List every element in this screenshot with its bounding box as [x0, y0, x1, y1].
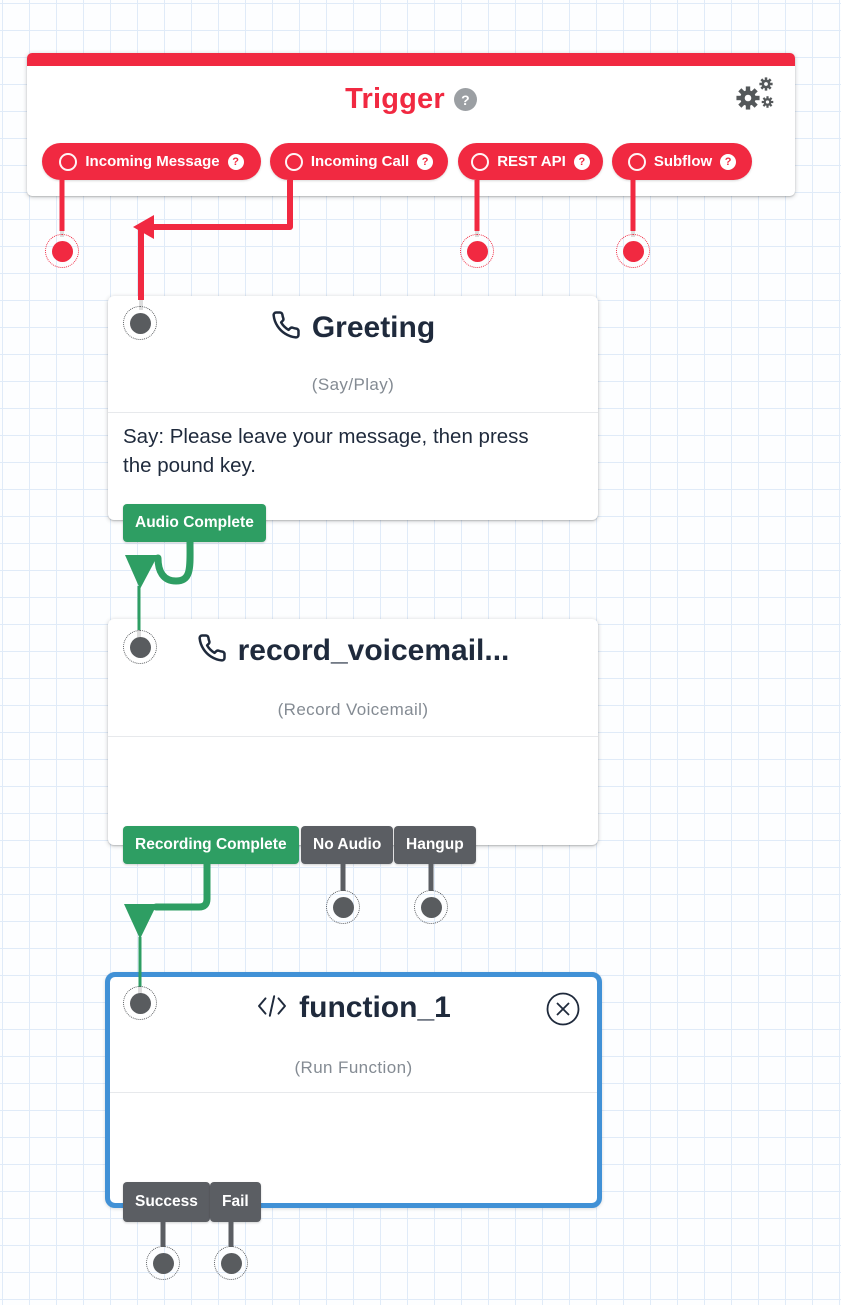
trigger-title: Trigger [345, 83, 445, 115]
trigger-output-dot-subflow[interactable] [616, 234, 650, 268]
connection-ring-icon [627, 152, 646, 171]
help-icon[interactable]: ? [417, 153, 434, 170]
hangup-output-dot[interactable] [414, 890, 448, 924]
widget-type-label: (Run Function) [294, 1058, 413, 1077]
help-icon[interactable]: ? [720, 153, 737, 170]
trigger-pill-rest-api[interactable]: REST API ? [458, 143, 603, 180]
widget-title: record_voicemail... [237, 633, 510, 667]
success-output-dot[interactable] [146, 1246, 180, 1280]
transition-audio-complete[interactable]: Audio Complete [123, 504, 266, 542]
widget-type-label: (Record Voicemail) [277, 700, 429, 719]
greeting-input-dot[interactable] [123, 306, 157, 340]
widget-record-voicemail[interactable]: record_voicemail... (Record Voicemail) R… [108, 619, 598, 864]
help-icon[interactable]: ? [227, 153, 244, 170]
widget-type-label: (Say/Play) [311, 375, 395, 394]
function-input-dot[interactable] [123, 986, 157, 1020]
pill-label: Incoming Call [310, 153, 410, 170]
phone-icon [271, 310, 301, 345]
close-icon[interactable] [545, 991, 581, 1027]
divider [108, 412, 598, 413]
trigger-pill-incoming-call[interactable]: Incoming Call ? [270, 143, 448, 180]
voicemail-input-dot[interactable] [123, 630, 157, 664]
widget-function-1-selected[interactable]: function_1 (Run Function) Success Fail [105, 972, 602, 1222]
trigger-pill-subflow[interactable]: Subflow ? [612, 143, 752, 180]
transition-fail[interactable]: Fail [210, 1182, 261, 1222]
help-icon[interactable]: ? [573, 153, 590, 170]
divider [108, 736, 598, 737]
transition-success[interactable]: Success [123, 1182, 210, 1222]
connection-ring-icon [471, 152, 490, 171]
pill-label: Subflow [653, 153, 713, 170]
fail-output-dot[interactable] [214, 1246, 248, 1280]
gear-settings-icon[interactable] [733, 73, 779, 120]
transition-no-audio[interactable]: No Audio [301, 826, 394, 864]
trigger-accent-bar [27, 53, 795, 66]
pill-label: REST API [497, 153, 566, 170]
connector-incoming-call-to-greeting[interactable] [133, 180, 293, 300]
pill-label: Incoming Message [85, 153, 220, 170]
widget-title: Greeting [311, 310, 436, 344]
connector-audio-complete-to-voicemail[interactable] [125, 538, 194, 630]
widget-title: function_1 [299, 991, 451, 1024]
connection-ring-icon [59, 152, 78, 171]
trigger-pill-incoming-message[interactable]: Incoming Message ? [42, 143, 261, 180]
connection-ring-icon [284, 152, 303, 171]
divider [110, 1092, 597, 1093]
trigger-output-dot-rest-api[interactable] [460, 234, 494, 268]
transition-hangup[interactable]: Hangup [394, 826, 476, 864]
trigger-widget[interactable]: Trigger ? [27, 53, 795, 196]
code-icon [256, 993, 288, 1024]
phone-icon [197, 633, 227, 668]
connector-recording-complete-to-function[interactable] [124, 860, 211, 987]
widget-greeting[interactable]: Greeting (Say/Play) Say: Please leave yo… [108, 296, 598, 542]
transition-recording-complete[interactable]: Recording Complete [123, 826, 299, 864]
widget-body-text: Say: Please leave your message, then pre… [123, 425, 529, 477]
no-audio-output-dot[interactable] [326, 890, 360, 924]
trigger-output-dot-incoming-message[interactable] [45, 234, 79, 268]
trigger-help-icon[interactable]: ? [453, 88, 477, 111]
